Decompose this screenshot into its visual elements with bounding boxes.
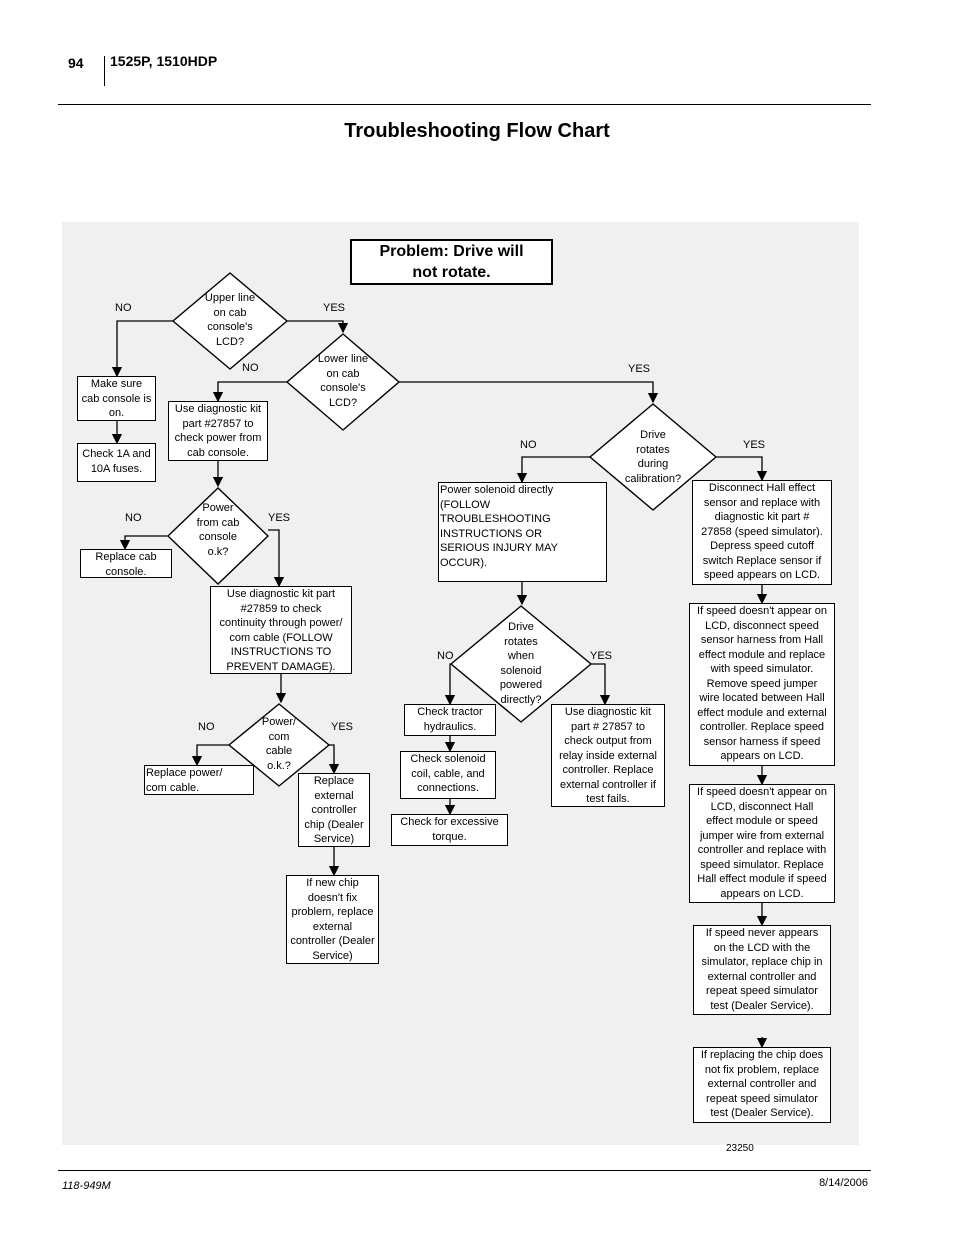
model-title: 1525P, 1510HDP xyxy=(110,53,218,69)
box-replace-power-cable: Replace power/com cable. xyxy=(144,765,254,795)
label-no: NO xyxy=(125,512,142,524)
label-yes: YES xyxy=(331,721,354,733)
page-number: 94 xyxy=(68,55,84,71)
decision-drive-calibration xyxy=(588,403,718,511)
problem-box: Problem: Drive will not rotate. xyxy=(350,239,553,285)
decision-power-console xyxy=(166,487,270,585)
box-power-solenoid-directly: Power solenoid directly(FOLLOW TROUBLESH… xyxy=(438,482,607,582)
label-no: NO xyxy=(242,362,259,374)
decision-lower-lcd xyxy=(285,333,401,431)
figure-number: 23250 xyxy=(726,1143,754,1154)
footer-date: 8/14/2006 xyxy=(819,1177,868,1189)
label-no: NO xyxy=(520,439,537,451)
label-yes: YES xyxy=(628,363,651,375)
footer-doc-number: 118-949M xyxy=(62,1180,111,1192)
box-use-kit-27859: Use diagnostic kit part#27859 to check c… xyxy=(210,586,352,674)
header-rule xyxy=(58,104,871,105)
label-no: NO xyxy=(198,721,215,733)
label-no: NO xyxy=(437,650,454,662)
page-title: Troubleshooting Flow Chart xyxy=(344,120,610,142)
footer-rule xyxy=(58,1170,871,1171)
header-divider xyxy=(104,56,105,86)
label-yes: YES xyxy=(268,512,291,524)
label-yes: YES xyxy=(590,650,613,662)
decision-com-cable xyxy=(227,703,331,787)
decision-upper-lcd xyxy=(171,272,289,370)
label-no: NO xyxy=(115,302,132,314)
label-yes: YES xyxy=(743,439,766,451)
label-yes: YES xyxy=(323,302,346,314)
decision-drive-solenoid xyxy=(449,605,593,723)
